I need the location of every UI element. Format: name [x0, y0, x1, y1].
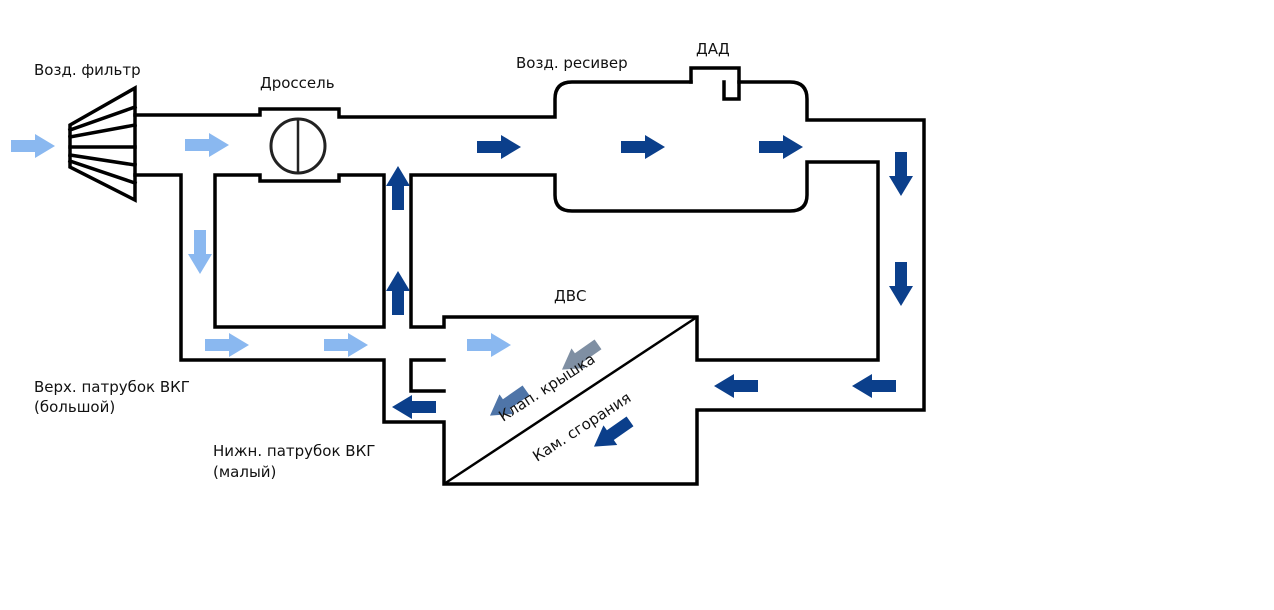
engine-divider: [443, 315, 698, 486]
upper-pcv-sublabel: (большой): [34, 398, 115, 416]
flow-arrow-riser-lower-icon: [386, 271, 410, 315]
flow-arrow-intake-pipe-icon: [477, 135, 521, 159]
air-filter: [67, 84, 138, 203]
flow-arrow-riser-upper-icon: [386, 166, 410, 210]
receiver-label: Возд. ресивер: [516, 54, 628, 72]
throttle-valve-icon: [269, 117, 327, 175]
flow-arrow-into-engine-icon: [467, 333, 511, 357]
flow-arrow-return-down-2-icon: [889, 262, 913, 306]
engine-label: ДВС: [554, 287, 586, 305]
flow-arrow-return-down-1-icon: [889, 152, 913, 196]
flow-arrow-receiver-mid-icon: [621, 135, 665, 159]
flow-arrow-receiver-out-icon: [759, 135, 803, 159]
map-sensor-label: ДАД: [696, 40, 730, 58]
flow-arrow-lower-pcv-out-icon: [392, 395, 436, 419]
flow-arrow-upper-pcv-2-icon: [324, 333, 368, 357]
intake-pipe: [133, 80, 926, 486]
throttle-label: Дроссель: [260, 74, 335, 92]
lower-pcv-label: Нижн. патрубок ВКГ: [213, 442, 375, 460]
air-filter-label: Возд. фильтр: [34, 61, 141, 79]
flow-arrow-bypass-down-icon: [188, 230, 212, 274]
map-sensor: [689, 66, 741, 101]
valve-cover-label: Клап. крышка: [495, 350, 598, 426]
flow-arrow-return-left-2-icon: [852, 374, 896, 398]
lower-pcv-sublabel: (малый): [213, 463, 276, 481]
flow-arrow-return-left-1-icon: [714, 374, 758, 398]
flow-arrows: [11, 133, 913, 457]
flow-arrow-intake-icon: [11, 134, 55, 158]
flow-arrow-after-filter-icon: [185, 133, 229, 157]
upper-pcv-label: Верх. патрубок ВКГ: [34, 378, 190, 396]
flow-arrow-upper-pcv-1-icon: [205, 333, 249, 357]
